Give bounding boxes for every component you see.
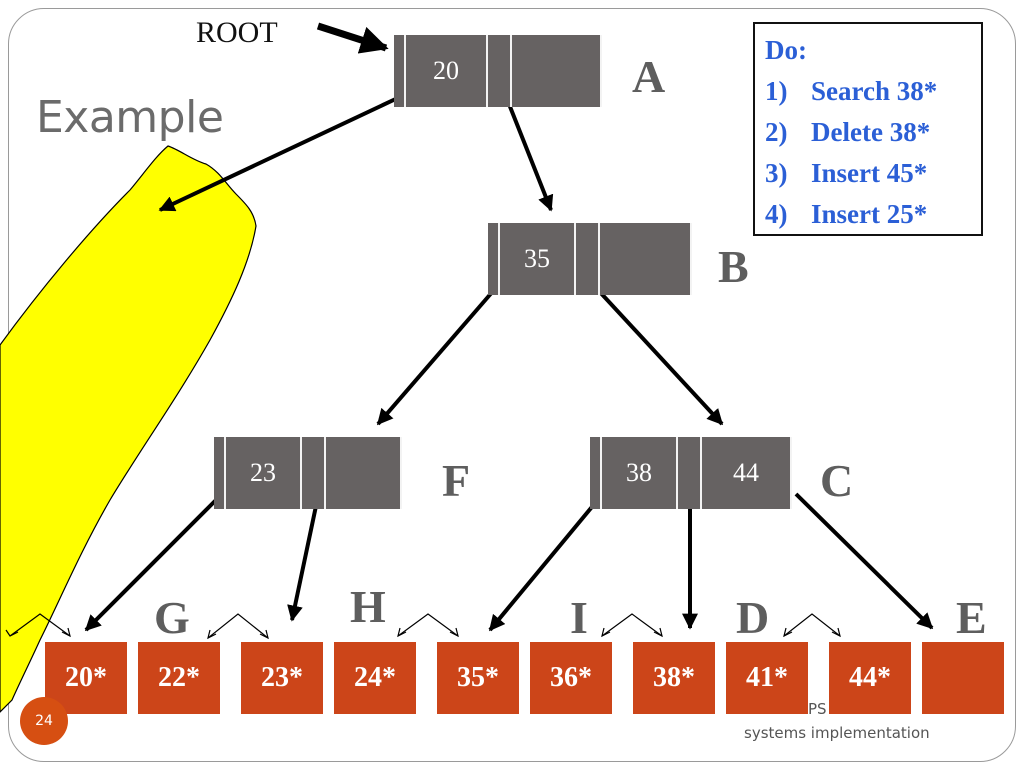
root-label: ROOT [196, 16, 278, 49]
todo-item-number: 2) [765, 117, 788, 147]
leaf-entry: 22* [138, 642, 220, 714]
arrow-a-left [158, 94, 403, 212]
arrow-f-g [84, 496, 220, 632]
root-arrow [316, 22, 389, 54]
leaf-label-h: H [350, 581, 386, 632]
todo-item-text: Insert 25* [811, 199, 928, 229]
yellow-highlight-shape [0, 145, 257, 713]
todo-item-text: Search 38* [811, 76, 938, 106]
leaf-entry: 23* [241, 642, 323, 714]
arrow-b-c [596, 288, 724, 426]
arrow-f-h [287, 505, 318, 622]
footer-text: systems implementation [744, 724, 930, 742]
node-c-key-2: 44 [700, 437, 792, 509]
arrow-a-b [503, 93, 554, 212]
todo-heading: Do: [765, 35, 807, 65]
leaf-entry [922, 642, 1004, 714]
node-c-key-1: 38 [600, 437, 676, 509]
node-a-key-1: 20 [404, 35, 486, 107]
node-b-key-1: 35 [498, 223, 574, 295]
todo-item: 4) Insert 25* [765, 194, 981, 235]
leaf-label-d: D [736, 592, 770, 643]
todo-item: 2) Delete 38* [765, 112, 981, 153]
todo-item-number: 1) [765, 76, 788, 106]
node-f-pointer [300, 437, 324, 509]
node-c-label: C [820, 455, 854, 506]
node-b-label: B [718, 241, 749, 292]
todo-item-text: Insert 45* [811, 158, 928, 188]
leaf-label-i: I [570, 592, 588, 643]
node-b-key-2 [598, 223, 692, 295]
todo-item-number: 3) [765, 158, 788, 188]
todo-item: 1) Search 38* [765, 71, 981, 112]
arrow-c-e [794, 492, 934, 630]
slide-title: Example [36, 92, 224, 143]
leaf-entry: 38* [633, 642, 715, 714]
node-f-key-1: 23 [224, 437, 300, 509]
node-b: 35 [488, 223, 692, 295]
leaf-entry: 35* [437, 642, 519, 714]
arrow-c-i [488, 500, 598, 632]
node-f-key-2 [324, 437, 402, 509]
leaf-entry: 36* [530, 642, 612, 714]
todo-item-text: Delete 38* [811, 117, 931, 147]
leaf-label-g: G [154, 592, 190, 643]
node-a: 20 [394, 35, 602, 107]
leaf-label-e: E [956, 592, 987, 643]
node-f: 23 [214, 437, 402, 509]
sibling-pointers [5, 613, 841, 640]
todo-item-number: 4) [765, 199, 788, 229]
node-f-label: F [442, 455, 471, 506]
leaf-entry: 41* [726, 642, 808, 714]
page-number-badge: 24 [20, 697, 68, 745]
leaf-entry: 44* [829, 642, 911, 714]
node-a-label: A [632, 51, 666, 102]
node-b-pointer [574, 223, 598, 295]
footer-partial: PS [808, 700, 827, 718]
arrow-b-f [376, 288, 496, 426]
todo-item: 3) Insert 45* [765, 153, 981, 194]
node-a-key-2 [510, 35, 602, 107]
leaf-entry: 24* [334, 642, 416, 714]
todo-box: Do: 1) Search 38* 2) Delete 38* 3) Insert 4… [753, 22, 983, 236]
node-c-pointer [676, 437, 700, 509]
node-c: 38 44 [590, 437, 792, 509]
node-a-pointer [486, 35, 510, 107]
